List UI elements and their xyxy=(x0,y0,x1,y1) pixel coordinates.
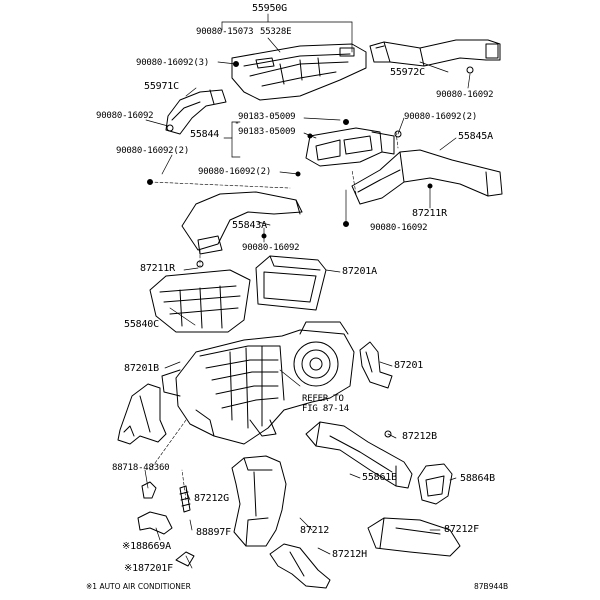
label-87212F: 87212F xyxy=(444,524,479,535)
figure-code: 87B944B xyxy=(474,582,509,591)
label-55971C: 55971C xyxy=(144,81,179,92)
label-90183-05009-b: 90183-05009 xyxy=(238,127,296,137)
label-55844: 55844 xyxy=(190,129,220,140)
label-87212: 87212 xyxy=(300,525,330,536)
screw-icon xyxy=(384,430,392,438)
label-90183-05009-a: 90183-05009 xyxy=(238,112,296,122)
duct-55845A xyxy=(351,149,503,205)
label-87201A: 87201A xyxy=(342,266,377,277)
label-87211R-left: 87211R xyxy=(140,263,175,274)
hose-88669A xyxy=(137,511,173,535)
screw-icon xyxy=(295,171,301,177)
label-55950G: 55950G xyxy=(252,3,287,14)
dashed-assembly-lines xyxy=(149,131,399,501)
label-88669A: ※188669A xyxy=(122,541,171,552)
case-87201A xyxy=(255,255,327,311)
label-90080-16092-right: 90080-16092 xyxy=(370,223,428,233)
label-55845A: 55845A xyxy=(458,131,493,142)
label-88718-48360: 88718-48360 xyxy=(112,463,170,473)
label-refer-to: REFER TO xyxy=(302,394,344,404)
label-87201F: ※187201F xyxy=(124,563,173,574)
label-87212G: 87212G xyxy=(194,493,229,504)
label-90080-16092-2-left: 90080-16092(2) xyxy=(116,146,190,156)
label-90080-16092-2-mid: 90080-16092(2) xyxy=(198,167,272,177)
label-87212B: 87212B xyxy=(402,431,437,442)
screw-icon xyxy=(427,183,433,189)
part-58864B xyxy=(417,463,453,505)
bracket-87201 xyxy=(359,341,393,389)
screw-icon xyxy=(343,119,349,125)
screw-icon xyxy=(261,233,267,239)
duct-55861B xyxy=(305,421,413,489)
screw-icon xyxy=(166,124,174,132)
label-55861B: 55861B xyxy=(362,472,397,483)
tray-55840C xyxy=(149,269,251,333)
hvac-unit-main xyxy=(161,321,355,445)
screw-icon xyxy=(307,133,313,139)
label-90080-16092-2-right: 90080-16092(2) xyxy=(404,112,478,122)
label-55840C: 55840C xyxy=(124,319,159,330)
label-55328E: 55328E xyxy=(260,27,292,37)
label-87201B: 87201B xyxy=(124,363,159,374)
duct-55972C xyxy=(369,39,501,67)
label-55972C: 55972C xyxy=(390,67,425,78)
bracket-87201B xyxy=(117,383,167,445)
label-90080-16092-mid: 90080-16092 xyxy=(242,243,300,253)
label-87201: 87201 xyxy=(394,360,424,371)
leader-lines xyxy=(144,13,471,569)
pipe-87212G xyxy=(179,485,191,513)
label-fig-ref: FIG 87-14 xyxy=(302,404,349,414)
screw-icon xyxy=(466,66,474,74)
label-90080-15073: 90080-15073 xyxy=(196,27,254,37)
duct-55843A xyxy=(181,191,303,255)
footnote: ※1 AUTO AIR CONDITIONER xyxy=(86,582,191,591)
duct-87212 xyxy=(231,455,287,547)
label-58864B: 58864B xyxy=(460,473,495,484)
screw-icon xyxy=(196,260,204,268)
screw-icon xyxy=(394,130,402,138)
label-88897F: 88897F xyxy=(196,527,231,538)
label-87212H: 87212H xyxy=(332,549,367,560)
clip-88718-48360 xyxy=(141,481,157,499)
duct-55844 xyxy=(305,127,395,167)
duct-87212F xyxy=(367,517,461,557)
duct-87212H xyxy=(269,543,331,589)
label-87211R-right: 87211R xyxy=(412,208,447,219)
label-55843A: 55843A xyxy=(232,220,267,231)
screw-icon xyxy=(343,221,349,227)
label-90080-16092-3: 90080-16092(3) xyxy=(136,58,210,68)
part-87201F xyxy=(175,551,195,567)
duct-55950G xyxy=(231,43,367,101)
screw-icon xyxy=(233,61,239,67)
label-90080-16092-left: 90080-16092 xyxy=(96,111,154,121)
screw-icon xyxy=(147,179,153,185)
duct-55971C xyxy=(165,89,227,135)
label-90080-16092-topright: 90080-16092 xyxy=(436,90,494,100)
